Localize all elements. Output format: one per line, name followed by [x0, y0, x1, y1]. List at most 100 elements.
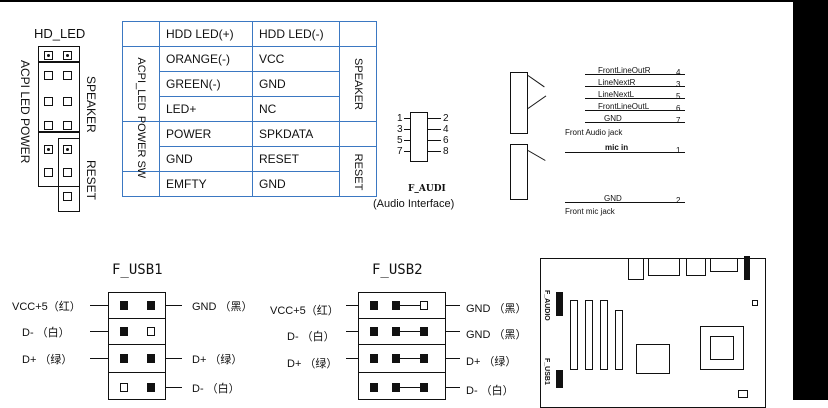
- table-cell: NC: [252, 96, 340, 122]
- table-cell: GND: [252, 71, 340, 97]
- mic-gnd-num: 2: [676, 196, 681, 205]
- usb-divider: [108, 344, 166, 345]
- jack-contact: [527, 95, 547, 109]
- reset-bracket: [58, 138, 80, 212]
- board-port: [648, 258, 680, 276]
- board-cpu-inner: [710, 336, 734, 360]
- usb-pin: [392, 354, 400, 363]
- audio-connector-name: F_AUDI: [408, 184, 446, 194]
- pin: [44, 97, 53, 106]
- usb-pin: [120, 383, 128, 392]
- usb-pin: [392, 383, 400, 392]
- table-cell: LED+: [159, 96, 253, 122]
- table-corner: [339, 21, 377, 47]
- usb-pin: [147, 327, 155, 336]
- jack-line: [565, 152, 685, 153]
- usb-pin: [370, 383, 378, 392]
- pin-lead: [404, 129, 410, 130]
- usb-pin: [420, 383, 428, 392]
- jack-contact: [527, 75, 545, 88]
- board-port: [710, 258, 738, 272]
- board-label-usb: F_USB1: [543, 358, 550, 385]
- board-port: [686, 258, 706, 276]
- pin: [44, 168, 53, 177]
- board-slot: [615, 310, 623, 370]
- usb-lead: [166, 358, 182, 359]
- pin: [44, 121, 53, 130]
- usb-lead: [346, 331, 358, 332]
- top-border: [0, 0, 793, 2]
- usb-divider: [358, 318, 446, 319]
- usb-pin: [147, 383, 155, 392]
- jack-contact: [527, 150, 546, 161]
- board-audio-header: [556, 292, 563, 316]
- usb-pin: [370, 327, 378, 336]
- pin-lead: [428, 151, 441, 152]
- usb-pin: [370, 354, 378, 363]
- jack-line-label: LineNextR: [598, 78, 636, 87]
- usb1-right-label: D- （白）: [192, 383, 240, 395]
- reset-label: RESET: [84, 160, 98, 201]
- pin: [63, 71, 72, 80]
- usb-divider: [108, 372, 166, 373]
- table-cell: RESET: [252, 146, 340, 172]
- usb2-left-label: VCC+5（红）: [270, 305, 339, 317]
- usb-lead: [400, 305, 420, 306]
- table-header-cell: HDD LED(+): [159, 21, 253, 47]
- pin-header-frame: [38, 62, 80, 132]
- usb-divider: [108, 318, 166, 319]
- usb-pin: [147, 301, 155, 310]
- jack-line: [585, 122, 685, 123]
- acpi-led-power-label: ACPI LED POWER: [18, 60, 32, 164]
- jack2-caption: Front mic jack: [565, 207, 615, 216]
- group-speaker: SPEAKER: [339, 46, 377, 122]
- jack-line: [585, 86, 685, 87]
- audio-pin-num: 7: [397, 146, 403, 157]
- speaker-label: SPEAKER: [84, 76, 98, 133]
- usb-lead: [446, 358, 460, 359]
- usb2-right-label: GND （黑）: [466, 303, 527, 315]
- board-port: [628, 258, 644, 280]
- usb1-right-label: D+ （绿）: [192, 354, 243, 366]
- usb-lead: [446, 305, 460, 306]
- mic-gnd-label: GND: [604, 194, 622, 203]
- usb-lead: [346, 305, 358, 306]
- board-label-audio: F_AUDIO: [543, 290, 550, 321]
- pin-lead: [404, 118, 410, 119]
- jack-line-num: 6: [676, 104, 681, 113]
- hd-led-bracket: [38, 46, 80, 62]
- jack1-caption: Front Audio jack: [565, 128, 623, 137]
- table-cell: GREEN(-): [159, 71, 253, 97]
- usb-lead: [400, 358, 420, 359]
- usb2-left-label: D- （白）: [287, 331, 335, 343]
- audio-pin-num: 1: [397, 113, 403, 124]
- table-cell: POWER: [159, 121, 253, 147]
- pin-lead: [428, 129, 441, 130]
- jack-line-label: FrontLineOutR: [598, 66, 651, 75]
- table-cell: GND: [252, 171, 340, 197]
- audio-connector-caption: (Audio Interface): [373, 198, 455, 210]
- usb1-left-label: VCC+5（红）: [12, 301, 81, 313]
- board-usb-header: [556, 370, 563, 388]
- usb-lead: [400, 387, 420, 388]
- group-reset: RESET: [339, 146, 377, 197]
- pin: [44, 51, 53, 60]
- usb-pin: [147, 354, 155, 363]
- table-spacer: [339, 121, 377, 147]
- board-chipset: [636, 344, 670, 374]
- front-panel-pin-table: HDD LED(+) HDD LED(-) ACPI_LED ORANGE(-)…: [122, 21, 377, 197]
- table-cell: ORANGE(-): [159, 46, 253, 72]
- usb1-left-label: D+ （绿）: [22, 354, 73, 366]
- jack-line-label: LineNextL: [598, 90, 635, 99]
- group-acpi-led: ACPI_LED: [122, 46, 160, 122]
- jack-line: [585, 98, 685, 99]
- usb-lead: [90, 358, 108, 359]
- audio-pin-num: 2: [443, 113, 449, 124]
- jack-line: [585, 74, 685, 75]
- usb-lead: [446, 387, 460, 388]
- usb1-left-label: D- （白）: [22, 327, 70, 339]
- usb2-left-label: D+ （绿）: [287, 358, 338, 370]
- table-corner: [122, 21, 160, 47]
- usb-lead: [90, 331, 108, 332]
- usb-pin: [392, 301, 400, 310]
